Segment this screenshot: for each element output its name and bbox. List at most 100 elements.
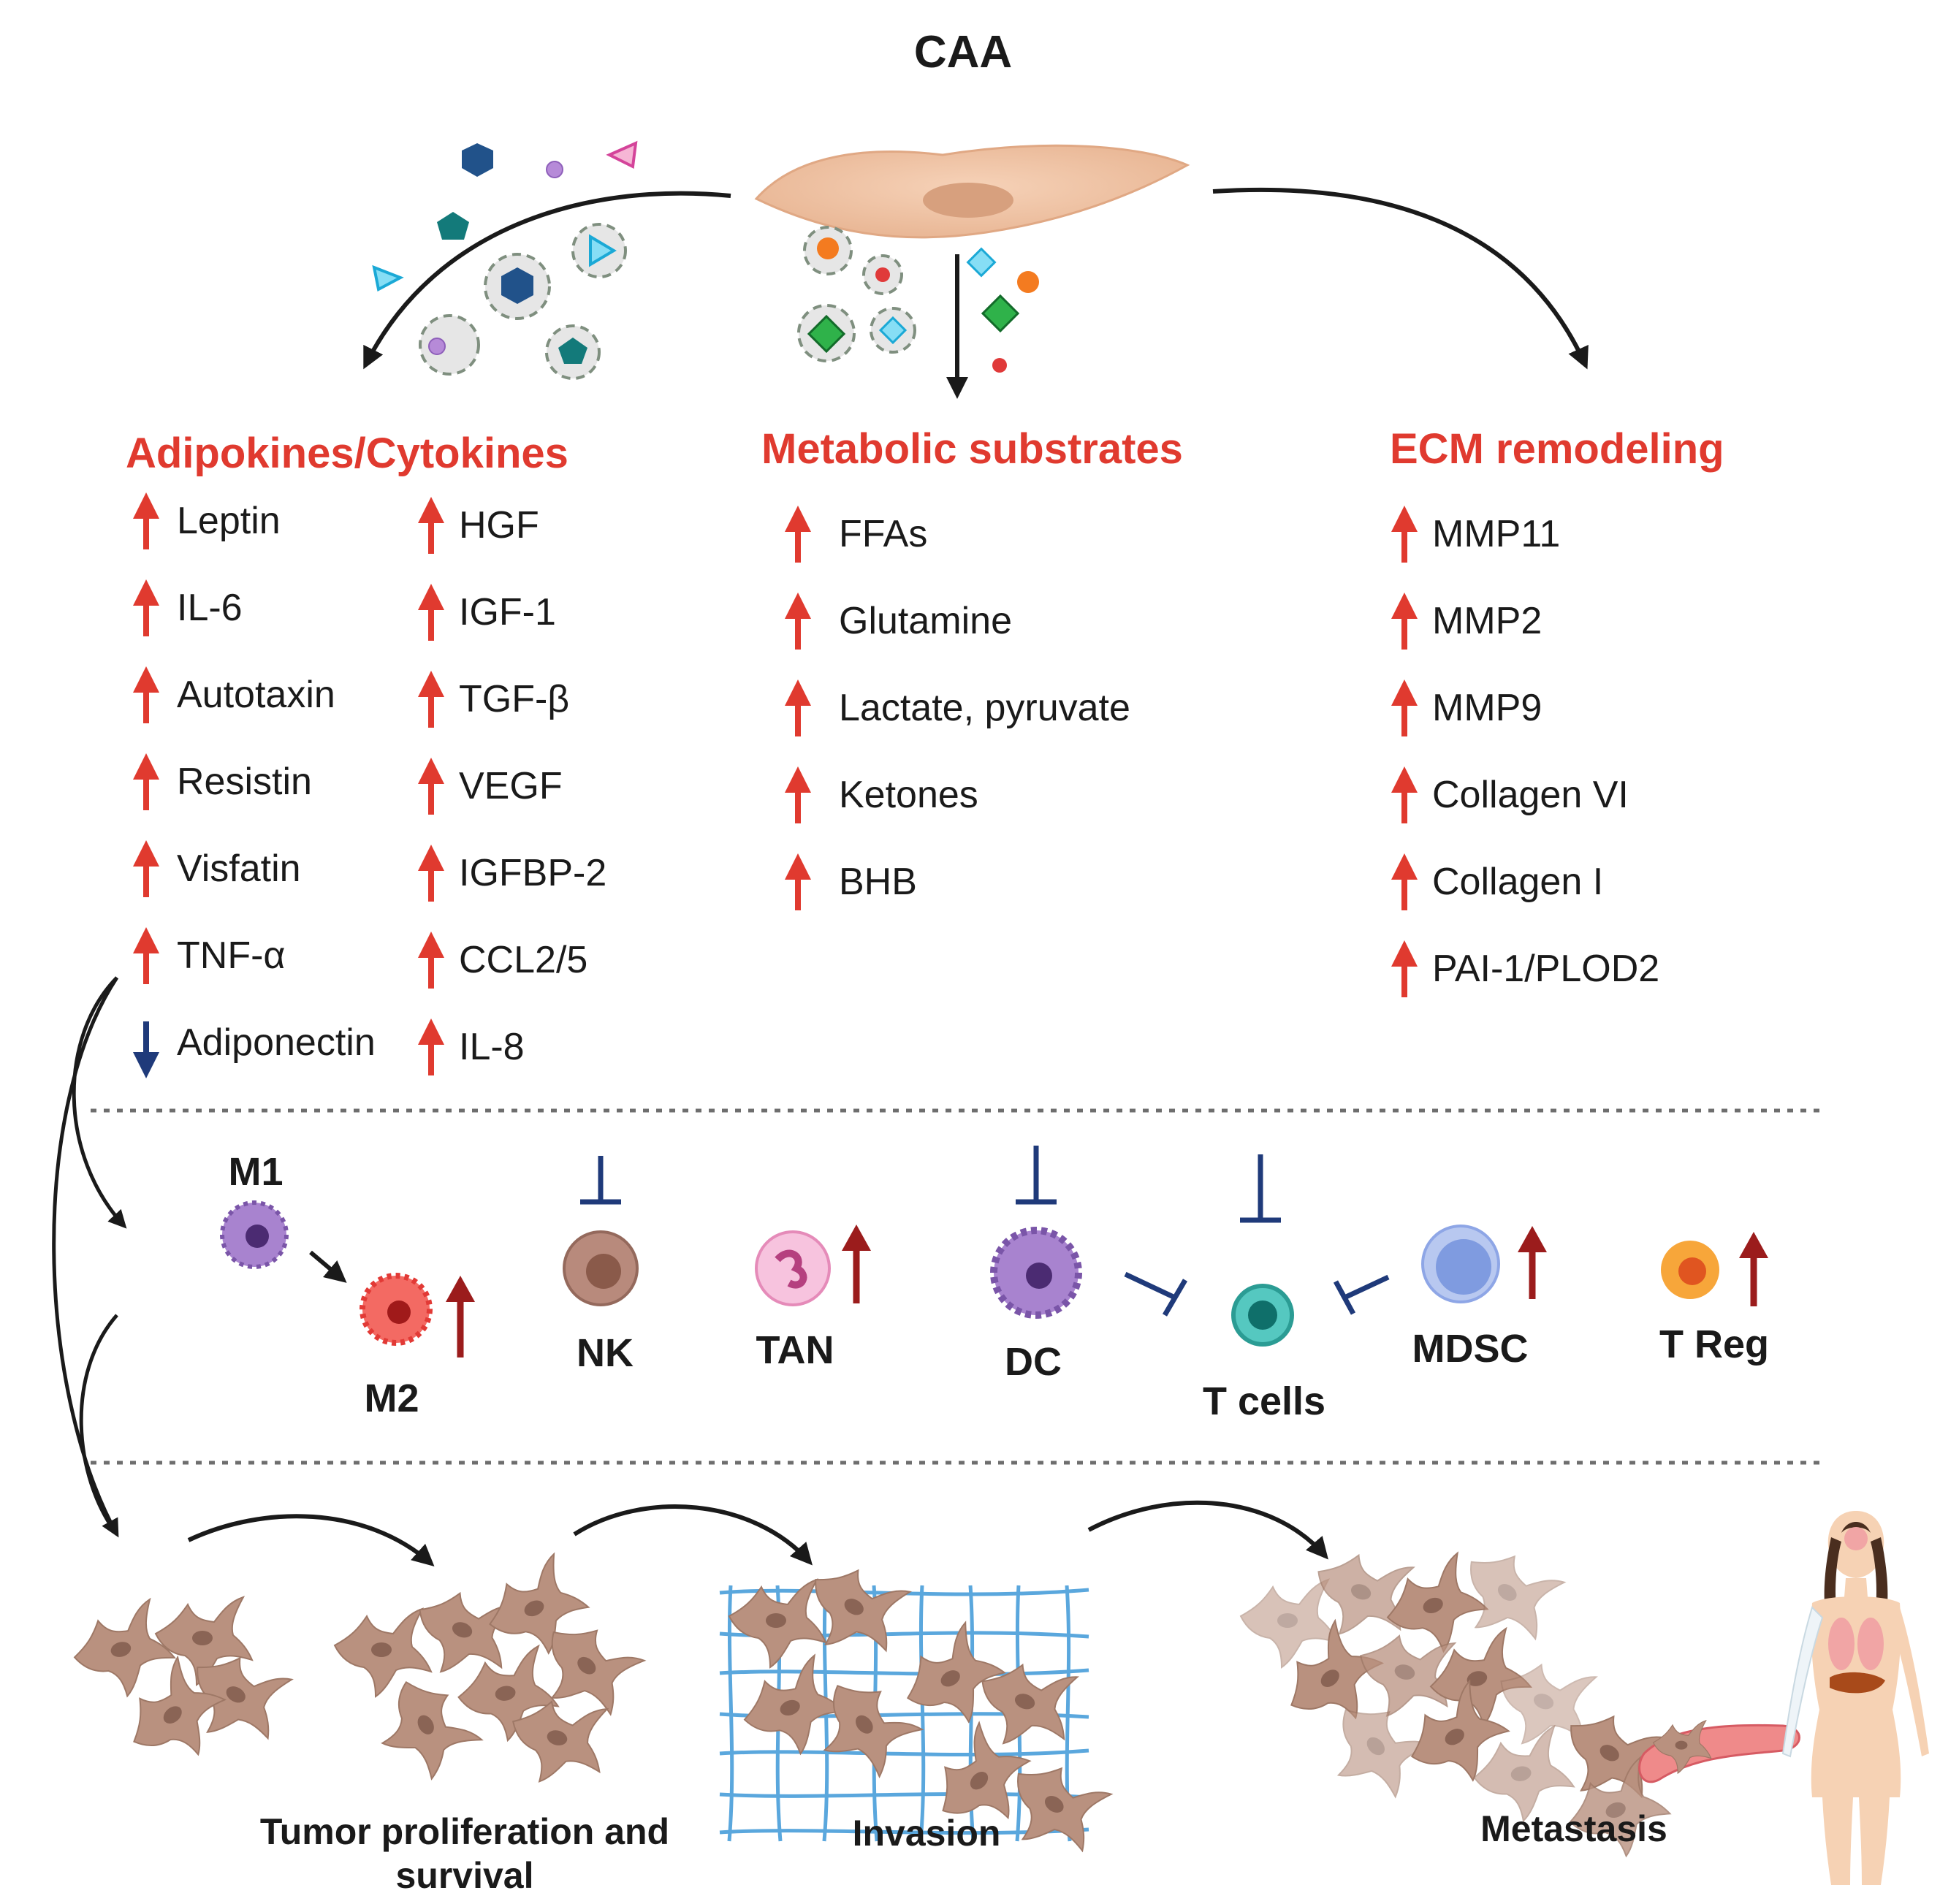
factor-label: Collagen I [1432, 861, 1603, 903]
label-m2: M2 [364, 1376, 419, 1420]
factor-row: VEGF [418, 758, 563, 815]
up-arrow-icon [133, 666, 159, 723]
factor-row: CCL2/5 [418, 932, 587, 989]
up-arrow-icon [785, 766, 811, 823]
arrow-to-tumor-short [79, 1314, 119, 1536]
caa-cell [754, 144, 1190, 239]
factor-row: HGF [418, 497, 539, 554]
arrow-m1-to-m2 [309, 1250, 347, 1283]
human-body-icon [1781, 1511, 1929, 1885]
factor-label: BHB [839, 861, 917, 903]
factor-row: Glutamine [785, 593, 1012, 650]
factor-label: Glutamine [839, 600, 1012, 642]
up-arrow-icon [1391, 506, 1418, 563]
up-arrow-icon [785, 506, 811, 563]
label-mdsc: MDSC [1412, 1327, 1529, 1371]
up-arrow-icon [785, 853, 811, 910]
up-arrow-icon [133, 753, 159, 810]
factor-label: TNF-α [177, 934, 285, 977]
up-arrow-icon [1391, 679, 1418, 736]
mdsc-cell [1421, 1225, 1500, 1303]
t-cell [1231, 1284, 1294, 1347]
factor-label: Adiponectin [177, 1021, 376, 1064]
tumor-cluster-1 [64, 1596, 300, 1782]
arrow-to-tumor-long [52, 976, 119, 1538]
caa-title: CAA [914, 27, 1012, 77]
label-dc: DC [1005, 1340, 1062, 1384]
factor-row: FFAs [785, 506, 927, 563]
down-arrow-icon [133, 1021, 159, 1078]
factor-label: IL-8 [459, 1026, 525, 1068]
up-arrow-icon [418, 932, 444, 989]
factor-row: Adiponectin [133, 1021, 376, 1078]
up-arrow-icon [133, 927, 159, 984]
factor-label: Leptin [177, 500, 281, 542]
factor-row: Resistin [133, 753, 312, 810]
factor-row: TGF-β [418, 671, 569, 728]
factor-label: FFAs [839, 513, 927, 555]
factor-label: Lactate, pyruvate [839, 687, 1130, 729]
dc-tcell-inhibit [1124, 1271, 1188, 1317]
nk-cell [563, 1230, 639, 1306]
factor-row: Collagen VI [1391, 766, 1629, 823]
factor-row: Leptin [133, 492, 281, 549]
factor-label: Visfatin [177, 848, 301, 890]
arrow-to-ecm [1212, 187, 1589, 370]
up-arrow-icon [1391, 766, 1418, 823]
factor-label: MMP9 [1432, 687, 1542, 729]
factor-row: Visfatin [133, 840, 301, 897]
arrow-to-adipokines [363, 191, 731, 370]
label-tcells: T cells [1203, 1379, 1325, 1423]
factor-row: MMP2 [1391, 593, 1542, 650]
up-arrow-icon [785, 679, 811, 736]
m1-macrophage [220, 1200, 289, 1269]
up-arrow-icon [785, 593, 811, 650]
factor-row: Autotaxin [133, 666, 335, 723]
heading-ecm: ECM remodeling [1390, 425, 1724, 473]
arrow-stage-1 [187, 1514, 435, 1566]
adipokine-list-col1: LeptinIL-6AutotaxinResistinVisfatinTNF-α… [133, 492, 376, 1078]
tan-up-arrow [842, 1225, 871, 1303]
up-arrow-icon [418, 584, 444, 641]
factor-label: PAI-1/PLOD2 [1432, 948, 1659, 990]
up-arrow-icon [418, 758, 444, 815]
up-arrow-icon [1391, 593, 1418, 650]
arrow-stage-2 [573, 1504, 813, 1566]
mdsc-up-arrow [1518, 1226, 1547, 1299]
m2-macrophage [360, 1273, 433, 1346]
factor-row: Lactate, pyruvate [785, 679, 1130, 736]
factor-label: MMP11 [1432, 513, 1560, 555]
label-invasion: Invasion [853, 1813, 1001, 1854]
label-m1: M1 [228, 1150, 283, 1194]
blood-vessel [1638, 1720, 1800, 1783]
factor-row: BHB [785, 853, 917, 910]
factor-row: IL-8 [418, 1018, 525, 1075]
factor-label: TGF-β [459, 678, 569, 720]
heading-metabolic: Metabolic substrates [761, 425, 1183, 473]
m2-up-arrow [446, 1276, 475, 1357]
arrow-to-immune [72, 976, 127, 1229]
factor-label: Collagen VI [1432, 774, 1629, 816]
dc-inhibit-symbol [1016, 1146, 1057, 1205]
up-arrow-icon [1391, 853, 1418, 910]
secreted-metabolites [797, 226, 1039, 373]
factor-row: MMP9 [1391, 679, 1542, 736]
treg-cell [1661, 1241, 1719, 1299]
factor-row: MMP11 [1391, 506, 1560, 563]
label-proliferation-line2: survival [395, 1855, 533, 1896]
factor-label: Resistin [177, 761, 312, 803]
heading-adipokines: Adipokines/Cytokines [126, 430, 568, 477]
up-arrow-icon [133, 840, 159, 897]
factor-row: IL-6 [133, 579, 243, 636]
label-treg: T Reg [1659, 1322, 1769, 1366]
up-arrow-icon [418, 1018, 444, 1075]
treg-up-arrow [1739, 1232, 1768, 1306]
factor-row: Ketones [785, 766, 978, 823]
immune-row: M1 M2 NK TAN [220, 1146, 1769, 1423]
label-metastasis: Metastasis [1480, 1808, 1667, 1849]
factor-label: Autotaxin [177, 674, 335, 716]
